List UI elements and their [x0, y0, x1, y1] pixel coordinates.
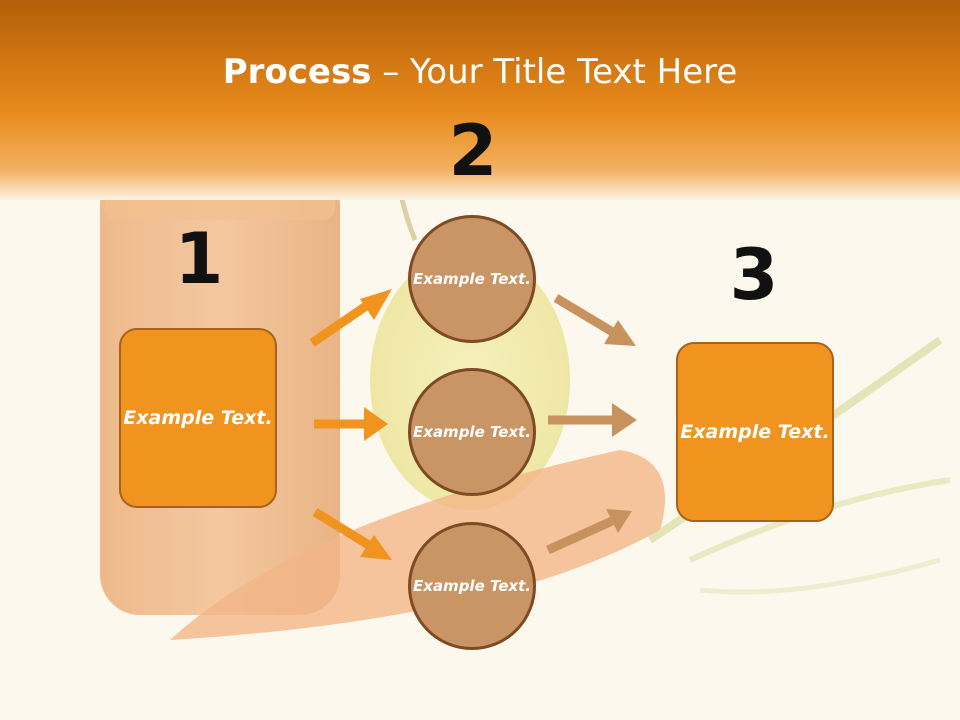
arrow-from-top-circle: [553, 294, 636, 346]
left-box-text: Example Text.: [123, 406, 273, 429]
arrow-from-bottom-circle: [546, 509, 632, 555]
circle-bottom-text: Example Text.: [413, 576, 531, 595]
step-number-2: 2: [448, 110, 498, 192]
arrow-to-middle-circle: [314, 407, 388, 441]
title-rest: – Your Title Text Here: [371, 52, 738, 92]
right-box-text: Example Text.: [680, 420, 830, 443]
slide-title: Process – Your Title Text Here: [0, 52, 960, 92]
arrow-to-top-circle: [309, 289, 392, 347]
circle-top-text: Example Text.: [413, 269, 531, 288]
left-step-box: Example Text.: [119, 328, 277, 508]
circle-middle: Example Text.: [408, 368, 536, 496]
step-number-1: 1: [174, 218, 224, 300]
circle-middle-text: Example Text.: [413, 422, 531, 441]
circle-top: Example Text.: [408, 215, 536, 343]
right-step-box: Example Text.: [676, 342, 834, 522]
arrow-to-bottom-circle: [312, 508, 392, 560]
step-number-3: 3: [729, 234, 779, 316]
title-bold: Process: [222, 52, 372, 92]
circle-bottom: Example Text.: [408, 522, 536, 650]
arrow-from-middle-circle: [548, 403, 637, 437]
